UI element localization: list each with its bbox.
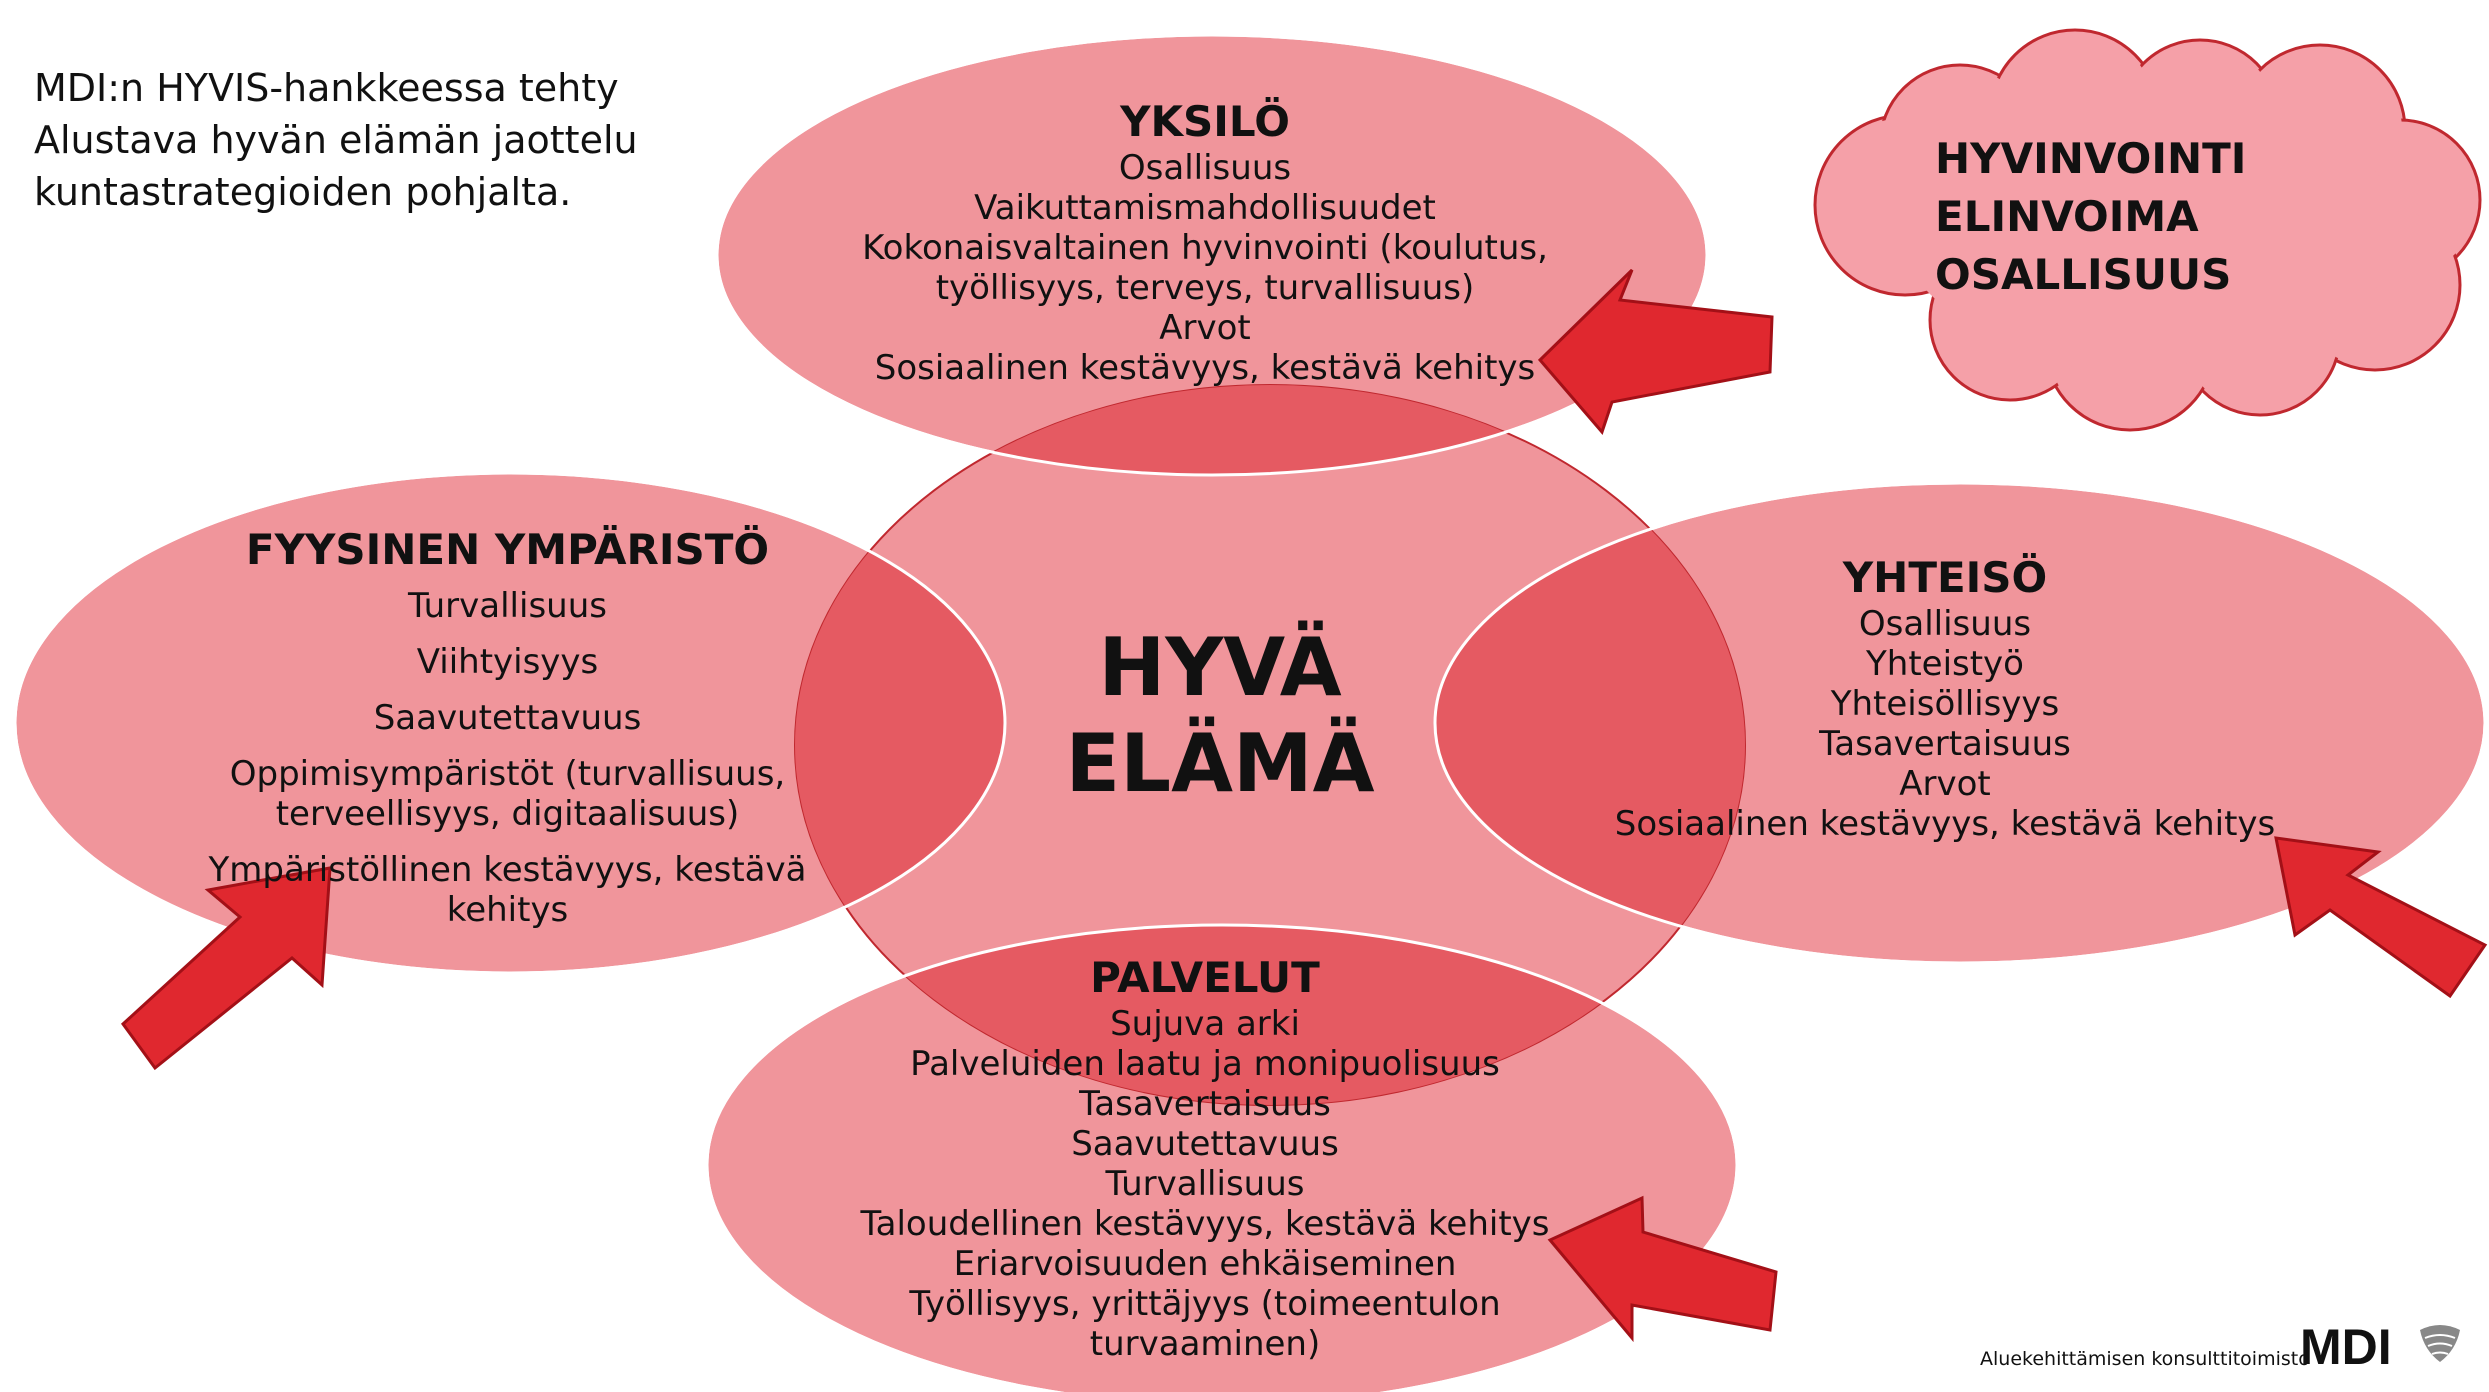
palvelut-block: PALVELUT Sujuva arki Palveluiden laatu j… xyxy=(790,952,1620,1364)
palvelut-item: Taloudellinen kestävyys, kestävä kehitys xyxy=(860,1204,1550,1244)
yhteiso-item: Sosiaalinen kestävyys, kestävä kehitys xyxy=(1614,804,2276,844)
palvelut-item: Tasavertaisuus xyxy=(1079,1084,1331,1124)
intro-line-3: kuntastrategioiden pohjalta. xyxy=(34,170,572,214)
fyysinen-block: FYYSINEN YMPÄRISTÖ Turvallisuus Viihtyis… xyxy=(130,524,885,930)
footer-text: Aluekehittämisen konsulttitoimisto xyxy=(1980,1348,2310,1370)
yhteiso-title: YHTEISÖ xyxy=(1842,553,2048,602)
palvelut-item: Eriarvoisuuden ehkäiseminen xyxy=(953,1244,1457,1284)
palvelut-item: Sujuva arki xyxy=(1110,1004,1300,1044)
fyysinen-title: FYYSINEN YMPÄRISTÖ xyxy=(245,525,770,574)
yksilo-title: YKSILÖ xyxy=(1120,97,1290,146)
palvelut-item: Saavutettavuus xyxy=(1071,1124,1339,1164)
palvelut-title: PALVELUT xyxy=(1090,953,1320,1002)
cloud-line-2: ELINVOIMA xyxy=(1935,192,2199,241)
yksilo-item: Sosiaalinen kestävyys, kestävä kehitys xyxy=(874,348,1536,388)
yhteiso-item: Yhteisöllisyys xyxy=(1830,684,2060,724)
palvelut-item: Turvallisuus xyxy=(1105,1164,1305,1204)
fyysinen-item: terveellisyys, digitaalisuus) xyxy=(275,794,740,834)
arrow-yksilo xyxy=(1537,268,1774,435)
yksilo-item: Osallisuus xyxy=(1118,148,1292,188)
yhteiso-item: Arvot xyxy=(1899,764,1991,804)
arrow-yhteiso xyxy=(2274,836,2488,999)
overlap-yhteiso xyxy=(1435,483,1745,963)
mdi-logo: MDI xyxy=(2300,1319,2392,1375)
palvelut-item: turvaaminen) xyxy=(1089,1324,1321,1364)
fyysinen-item: Oppimisympäristöt (turvallisuus, xyxy=(229,754,786,794)
fyysinen-item: Turvallisuus xyxy=(408,586,607,626)
fyysinen-item: Ympäristöllinen kestävyys, kestävä xyxy=(208,850,807,890)
yhteiso-block: YHTEISÖ Osallisuus Yhteistyö Yhteisöllis… xyxy=(1580,552,2310,844)
intro-line-2: Alustava hyvän elämän jaottelu xyxy=(34,118,638,162)
center-line-2: ELÄMÄ xyxy=(1065,717,1375,810)
fyysinen-item: Saavutettavuus xyxy=(373,698,642,738)
center-title: HYVÄ ELÄMÄ xyxy=(1020,620,1420,812)
cloud-text: HYVINVOINTI ELINVOIMA OSALLISUUS xyxy=(1935,130,2246,304)
yhteiso-item: Osallisuus xyxy=(1858,604,2032,644)
intro-text: MDI:n HYVIS-hankkeessa tehty Alustava hy… xyxy=(34,62,638,218)
palvelut-item: Työllisyys, yrittäjyys (toimeentulon xyxy=(909,1284,1501,1324)
yksilo-item: työllisyys, terveys, turvallisuus) xyxy=(935,268,1475,308)
intro-line-1: MDI:n HYVIS-hankkeessa tehty xyxy=(34,66,619,110)
cloud-line-1: HYVINVOINTI xyxy=(1935,134,2247,183)
arrow-palvelut xyxy=(1547,1195,1778,1343)
fyysinen-item: kehitys xyxy=(446,890,569,930)
cloud-line-3: OSALLISUUS xyxy=(1935,250,2232,299)
yhteiso-item: Tasavertaisuus xyxy=(1819,724,2071,764)
arrow-fyysinen xyxy=(120,866,332,1071)
center-line-1: HYVÄ xyxy=(1098,621,1342,714)
yksilo-item: Arvot xyxy=(1159,308,1251,348)
yhteiso-item: Yhteistyö xyxy=(1866,644,2024,684)
yksilo-block: YKSILÖ Osallisuus Vaikuttamismahdollisuu… xyxy=(760,96,1650,388)
fyysinen-item: Viihtyisyys xyxy=(416,642,599,682)
yksilo-item: Kokonaisvaltainen hyvinvointi (koulutus, xyxy=(862,228,1548,268)
yksilo-item: Vaikuttamismahdollisuudet xyxy=(974,188,1436,228)
palvelut-item: Palveluiden laatu ja monipuolisuus xyxy=(910,1044,1500,1084)
mdi-logo-mark xyxy=(2420,1325,2460,1362)
